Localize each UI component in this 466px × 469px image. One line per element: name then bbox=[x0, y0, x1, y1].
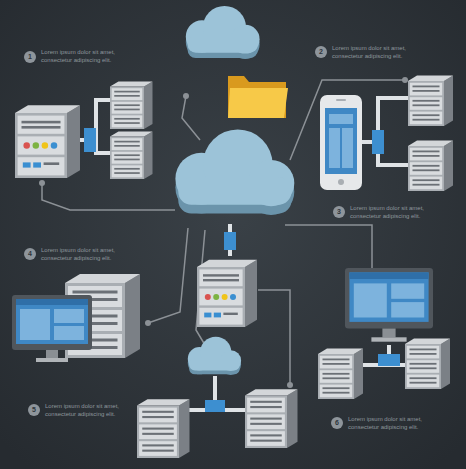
callout-text: Lorem ipsum dolor sit amet, consectetur … bbox=[41, 247, 133, 262]
callout-number: 1 bbox=[24, 51, 36, 63]
callout-text: Lorem ipsum dolor sit amet, consectetur … bbox=[332, 45, 424, 60]
callout-text: Lorem ipsum dolor sit amet, consectetur … bbox=[348, 416, 440, 431]
callout-number: 5 bbox=[28, 404, 40, 416]
callout-number: 4 bbox=[24, 248, 36, 260]
callout-text: Lorem ipsum dolor sit amet, consectetur … bbox=[45, 403, 137, 418]
callout-number: 2 bbox=[315, 46, 327, 58]
callout-number: 6 bbox=[331, 417, 343, 429]
callout-text: Lorem ipsum dolor sit amet, consectetur … bbox=[41, 49, 133, 64]
callout-text: Lorem ipsum dolor sit amet, consectetur … bbox=[350, 205, 442, 220]
callout-number: 3 bbox=[333, 206, 345, 218]
